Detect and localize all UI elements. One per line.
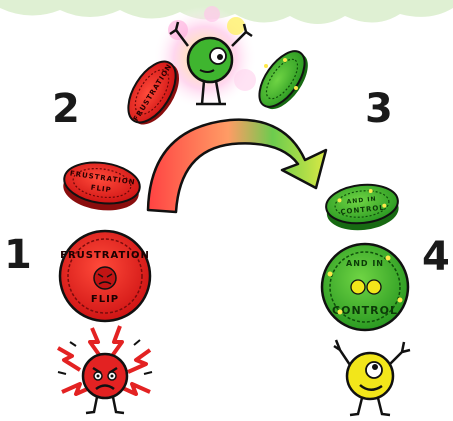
step-number-3: 3 xyxy=(365,86,393,132)
coin-label-frustration: FRUSTRATION xyxy=(60,250,150,261)
step-number-1: 1 xyxy=(4,232,32,278)
step-number-4: 4 xyxy=(422,234,450,280)
curved-arrow-icon xyxy=(148,120,326,212)
happy-face-icon xyxy=(334,340,410,415)
coin-icon-frustration: FRUSTRATION FLIP xyxy=(60,231,150,321)
coin-icon-red-tilted: FRUSTRATION FLIP xyxy=(61,158,143,215)
coin-icon-green-flipping xyxy=(251,44,317,117)
coin-label-and-in: AND IN xyxy=(346,259,384,268)
coin-label-flip: FLIP xyxy=(91,294,119,305)
coin-icon-control: AND IN CONTROL xyxy=(322,244,408,330)
step-number-2: 2 xyxy=(52,86,80,132)
coin-icon-green-tilted: AND IN CONTROL xyxy=(324,181,400,233)
frustrated-face-icon xyxy=(58,326,152,413)
